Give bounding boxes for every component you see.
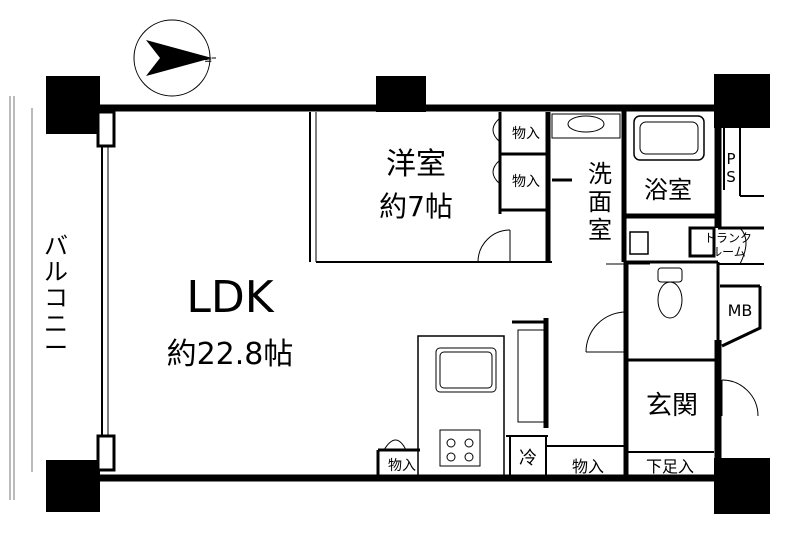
balcony-char-2: ル	[44, 258, 68, 286]
toilet-and-utility-walls	[585, 226, 764, 478]
kitchen-counter	[417, 318, 626, 479]
storage-labels: 物入 物入 物入 物入 下足入 トランク ルーム MB P S 冷	[388, 126, 752, 476]
meter-box-label: MB	[728, 301, 753, 320]
entrance-label: 玄関	[646, 391, 698, 421]
washroom-label-3: 室	[588, 216, 612, 244]
closet-lower-label: 物入	[512, 174, 540, 190]
ldk-label: LDK	[186, 272, 274, 323]
closet-hall-label: 物入	[572, 457, 604, 476]
bathroom-label: 浴室	[644, 176, 692, 204]
room-labels: LDK 約22.8帖 洋室 約7帖 洗 面 室 浴室 玄関	[167, 147, 698, 421]
shoe-closet-label: 下足入	[646, 457, 694, 476]
balcony-char-1: バ	[44, 232, 68, 260]
western-room-label: 洋室	[386, 147, 446, 182]
closet-upper-label: 物入	[512, 126, 540, 142]
pipe-space-label-1: P	[726, 150, 735, 168]
ldk-size-label: 約22.8帖	[167, 337, 294, 372]
balcony-char-3: コ	[44, 284, 68, 312]
balcony-window	[96, 110, 116, 472]
washroom-label-2: 面	[588, 188, 612, 216]
washroom-label-1: 洗	[588, 160, 612, 188]
kitchen-closet	[376, 439, 420, 478]
trunk-room-label-1: トランク	[704, 231, 752, 245]
balcony-char-4: ニ	[44, 310, 68, 338]
svg-text:≡: ≡	[204, 55, 212, 66]
refrigerator-label: 冷	[519, 448, 537, 469]
balcony-railing	[9, 96, 33, 500]
structural-columns	[46, 74, 770, 514]
wet-area-walls	[551, 108, 764, 265]
western-room-size-label: 約7帖	[379, 190, 453, 223]
exterior-walls	[100, 104, 722, 482]
north-arrow-icon: ≡	[133, 19, 216, 97]
trunk-room-label-2: ルーム	[710, 245, 746, 259]
balcony-label: バ ル コ ニ ー	[44, 232, 68, 362]
closet-kitchen-label: 物入	[388, 458, 416, 474]
western-room-walls	[309, 112, 552, 263]
pipe-space-label-2: S	[726, 168, 736, 186]
balcony-char-5: ー	[44, 334, 68, 362]
